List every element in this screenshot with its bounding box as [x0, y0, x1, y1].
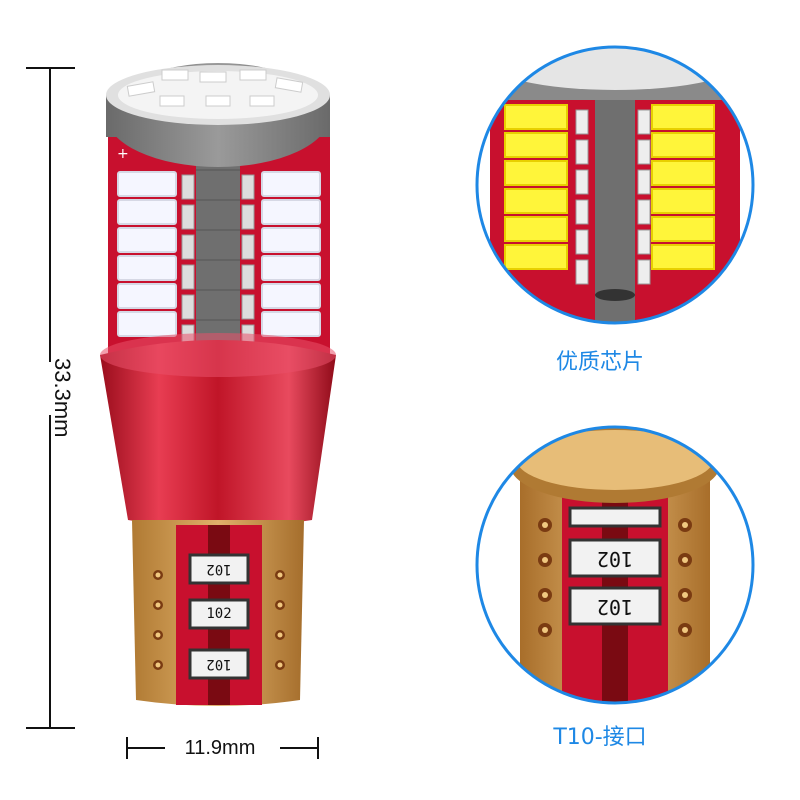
- resistor-code-2: 102: [206, 606, 232, 622]
- zoom-resistor-code-2: 102: [596, 595, 634, 619]
- chip-caption: 优质芯片: [555, 350, 644, 375]
- red-collar: [100, 340, 336, 528]
- connector-zoom-circle: [475, 425, 755, 705]
- zoom-resistor-code-1: 102: [596, 547, 634, 571]
- center-strip: [196, 150, 240, 360]
- connector-caption: T10-接口: [553, 725, 647, 750]
- resistor-code-1: 102: [206, 561, 232, 577]
- resistor-code-3: 102: [206, 656, 232, 672]
- svg-text:+: +: [117, 146, 129, 162]
- resistors: [188, 553, 250, 680]
- chip-zoom-circle: [475, 45, 755, 325]
- left-led-column: [117, 171, 177, 337]
- right-led-column: [261, 171, 321, 337]
- width-dimension-label: 11.9mm: [184, 737, 256, 759]
